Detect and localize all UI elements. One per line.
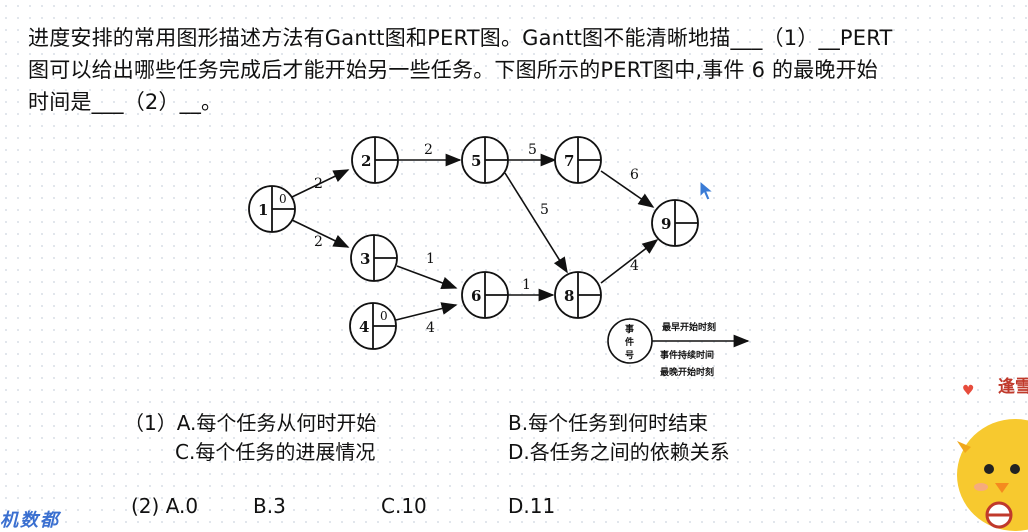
node-6	[461, 271, 509, 319]
node-1-top: 0	[279, 192, 287, 206]
legend-event-3: 号	[625, 350, 634, 361]
legend-earliest-start: 最早开始时刻	[662, 321, 716, 333]
edge-3-6	[396, 265, 458, 289]
node-8	[554, 271, 602, 319]
legend-latest-start: 最晚开始时刻	[660, 366, 714, 378]
diagram-legend	[607, 318, 750, 364]
node-5	[461, 136, 509, 184]
option-1d[interactable]: D.各任务之间的依赖关系	[508, 440, 730, 464]
edge-5-8	[504, 172, 568, 274]
pert-nodes	[248, 136, 699, 350]
edge-label-5-8: 5	[540, 202, 549, 218]
edge-8-9	[600, 239, 659, 284]
edge-label-6-8: 1	[522, 277, 531, 293]
node-9	[651, 199, 699, 247]
mouse-cursor-icon	[699, 180, 715, 201]
node-3	[350, 234, 398, 282]
pert-diagram: 2 2 2 1 4 5 5 1 6 4	[248, 136, 750, 378]
edge-label-4-6: 4	[426, 320, 435, 336]
mascot-chick-icon	[957, 419, 1028, 531]
node-2	[351, 136, 399, 184]
legend-event-2: 件	[625, 336, 634, 348]
edge-1-2	[291, 169, 350, 198]
question-line-3: 时间是___（2）__。	[28, 90, 223, 114]
node-4	[349, 302, 397, 350]
node-8-id: 8	[564, 287, 574, 305]
corner-label: 逢雪	[998, 377, 1028, 397]
edge-label-7-9: 6	[630, 167, 639, 183]
watermark-text: 机数都	[0, 510, 60, 531]
edge-label-2-5: 2	[424, 142, 433, 158]
edge-label-3-6: 1	[426, 251, 435, 267]
edge-label-8-9: 4	[630, 258, 639, 274]
node-1	[248, 185, 296, 233]
node-6-id: 6	[471, 287, 481, 305]
legend-event-1: 事	[625, 323, 634, 335]
edge-label-5-7: 5	[528, 142, 537, 158]
option-1a[interactable]: （1）A.每个任务从何时开始	[124, 411, 377, 435]
option-2b[interactable]: B.3	[253, 494, 286, 518]
node-4-top: 0	[380, 309, 388, 323]
question-line-1: 进度安排的常用图形描述方法有Gantt图和PERT图。Gantt图不能清晰地描_…	[28, 26, 893, 50]
node-7-id: 7	[564, 152, 574, 170]
edge-7-9	[600, 170, 655, 208]
question-text: 进度安排的常用图形描述方法有Gantt图和PERT图。Gantt图不能清晰地描_…	[28, 22, 1018, 118]
option-2a[interactable]: (2) A.0	[131, 494, 199, 518]
option-2c[interactable]: C.10	[381, 494, 427, 518]
node-3-id: 3	[360, 250, 370, 268]
pert-edges	[291, 153, 659, 321]
node-5-id: 5	[471, 152, 481, 170]
node-2-id: 2	[361, 152, 371, 170]
option-2d[interactable]: D.11	[508, 494, 556, 518]
option-1c[interactable]: C.每个任务的进展情况	[175, 440, 376, 464]
question-line-2: 图可以给出哪些任务完成后才能开始另一些任务。下图所示的PERT图中,事件 6 的…	[28, 58, 879, 82]
edge-label-1-3: 2	[314, 234, 323, 250]
node-9-id: 9	[661, 215, 671, 233]
heart-icon: ♥	[962, 383, 975, 399]
node-4-id: 4	[359, 318, 369, 336]
legend-duration: 事件持续时间	[660, 349, 714, 361]
edge-4-6	[395, 302, 458, 321]
option-1b[interactable]: B.每个任务到何时结束	[508, 411, 709, 435]
node-7	[554, 136, 602, 184]
edge-label-1-2: 2	[314, 176, 323, 192]
edge-1-3	[291, 219, 350, 248]
node-1-id: 1	[258, 201, 268, 219]
